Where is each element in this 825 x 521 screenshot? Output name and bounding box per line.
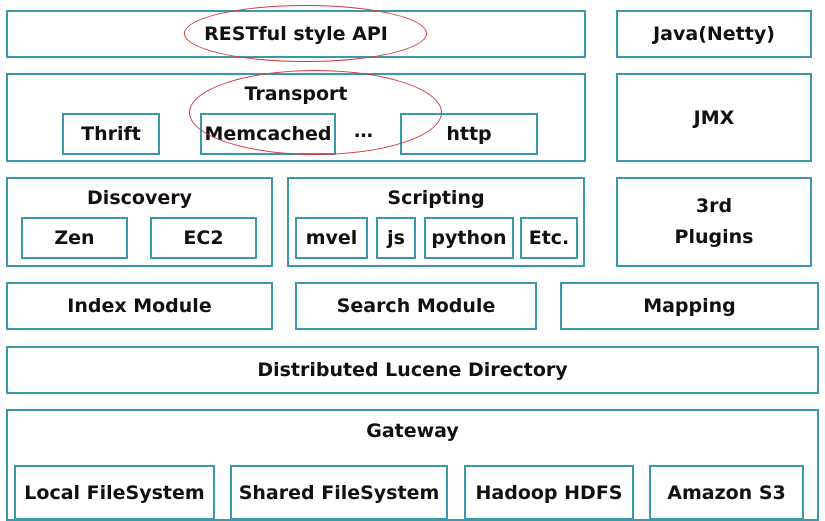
- gateway-item-hadoop-hdfs: Hadoop HDFS: [464, 465, 634, 520]
- transport-item-http: http: [400, 113, 538, 155]
- jmx-label: JMX: [693, 106, 735, 129]
- gateway-label: Gateway: [366, 420, 459, 442]
- index-module-box: Index Module: [6, 282, 273, 330]
- scripting-label: Scripting: [387, 187, 485, 209]
- java-netty-label: Java(Netty): [653, 23, 775, 45]
- search-module-label: Search Module: [336, 295, 496, 317]
- lucene-directory-box: Distributed Lucene Directory: [6, 346, 819, 394]
- plugins-label-line2: Plugins: [674, 226, 754, 248]
- discovery-item-ec2: EC2: [150, 217, 257, 259]
- discovery-label: Discovery: [87, 187, 192, 209]
- scripting-item-js: js: [376, 217, 416, 259]
- transport-label: Transport: [244, 83, 348, 105]
- gateway-item-shared-fs: Shared FileSystem: [230, 465, 448, 520]
- scripting-item-python: python: [424, 217, 514, 259]
- transport-item-thrift: Thrift: [62, 113, 160, 155]
- mapping-box: Mapping: [560, 282, 819, 330]
- jmx-box: JMX: [616, 73, 812, 162]
- transport-item-memcached: Memcached: [200, 113, 336, 155]
- mapping-label: Mapping: [643, 295, 736, 317]
- transport-ellipsis: …: [354, 120, 373, 142]
- lucene-directory-label: Distributed Lucene Directory: [257, 359, 568, 381]
- java-netty-box: Java(Netty): [616, 10, 812, 58]
- restful-api-label: RESTful style API: [204, 23, 388, 45]
- search-module-box: Search Module: [295, 282, 537, 330]
- index-module-label: Index Module: [67, 295, 212, 317]
- scripting-item-etc: Etc.: [520, 217, 578, 259]
- scripting-item-mvel: mvel: [295, 217, 368, 259]
- restful-api-box: RESTful style API: [6, 10, 586, 58]
- gateway-item-local-fs: Local FileSystem: [14, 465, 215, 520]
- plugins-box: 3rd Plugins: [616, 177, 812, 267]
- gateway-item-amazon-s3: Amazon S3: [649, 465, 804, 520]
- discovery-item-zen: Zen: [21, 217, 128, 259]
- plugins-label-line1: 3rd: [695, 195, 733, 217]
